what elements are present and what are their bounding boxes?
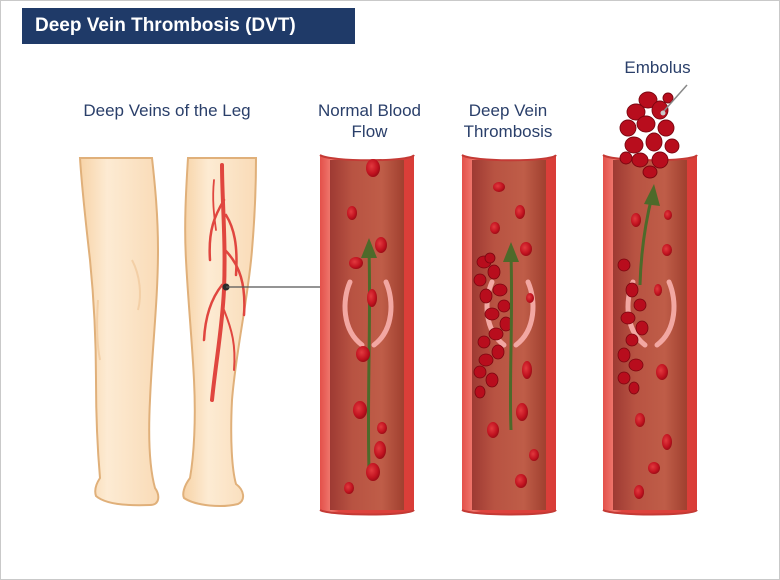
embolus-pointer-dot [661,111,666,116]
leg-left [80,158,158,505]
vessel-embolus [603,155,697,515]
vessel-dvt [462,155,556,515]
vessel-normal [320,155,414,515]
